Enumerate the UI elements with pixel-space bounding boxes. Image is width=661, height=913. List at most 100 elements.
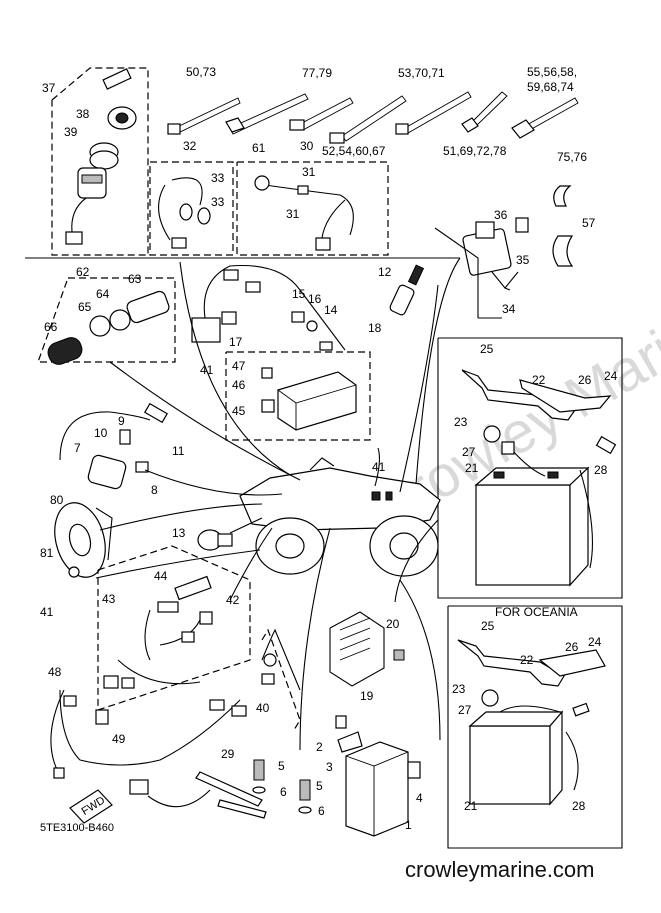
oceania-label-24: 24 xyxy=(588,635,602,649)
label-41b: 41 xyxy=(372,460,386,474)
label-50-73: 50,73 xyxy=(186,65,216,79)
oceania-label-22: 22 xyxy=(520,653,534,667)
label-12: 12 xyxy=(378,265,392,279)
oceania-label-27: 27 xyxy=(458,703,472,717)
label-55-56-58: 55,56,58, xyxy=(527,65,577,79)
label-65: 65 xyxy=(78,300,92,314)
label-32: 32 xyxy=(183,139,197,153)
spark-plug-cap xyxy=(389,264,425,316)
drawing-code: 5TE3100-B460 xyxy=(40,822,114,834)
label-38: 38 xyxy=(76,107,90,121)
oceania-label-28: 28 xyxy=(572,799,586,813)
oceania-box: FOR OCEANIA xyxy=(447,605,623,849)
label-61: 61 xyxy=(252,141,266,155)
label-11: 11 xyxy=(172,444,185,458)
label-75-76: 75,76 xyxy=(557,150,587,164)
oceania-label-23: 23 xyxy=(452,682,466,696)
label-43: 43 xyxy=(102,592,116,606)
label-6a: 6 xyxy=(280,785,287,799)
label-18: 18 xyxy=(368,321,382,335)
label-35: 35 xyxy=(516,253,530,267)
brake-switch xyxy=(197,529,233,551)
main-harness xyxy=(50,689,247,779)
label-36: 36 xyxy=(494,208,508,222)
label-14: 14 xyxy=(324,303,338,317)
label-15: 15 xyxy=(292,287,306,301)
label-81: 81 xyxy=(40,546,54,560)
label-3: 3 xyxy=(326,760,333,774)
label-45: 45 xyxy=(232,404,246,418)
label-47: 47 xyxy=(232,359,246,373)
main-switch-group xyxy=(51,67,149,256)
label-20: 20 xyxy=(386,617,400,631)
label-1: 1 xyxy=(405,818,412,832)
label-5b: 5 xyxy=(316,779,323,793)
neutral-switch xyxy=(261,628,301,731)
lead-wire-29 xyxy=(129,771,267,819)
label-13: 13 xyxy=(172,526,186,540)
label-40: 40 xyxy=(256,701,270,715)
label-44: 44 xyxy=(154,569,168,583)
label-31a: 31 xyxy=(302,165,316,179)
label-33b: 33 xyxy=(211,195,225,209)
label-63: 63 xyxy=(128,272,142,286)
oceania-title: FOR OCEANIA xyxy=(495,605,578,619)
label-51-69-72-78: 51,69,72,78 xyxy=(443,144,507,158)
label-16: 16 xyxy=(308,292,322,306)
label-4: 4 xyxy=(416,791,423,805)
website-url: crowleymarine.com xyxy=(405,857,595,882)
label-5a: 5 xyxy=(278,759,285,773)
label-46: 46 xyxy=(232,378,246,392)
label-27: 27 xyxy=(462,445,476,459)
fwd-arrow: FWD xyxy=(69,789,113,824)
label-77-79: 77,79 xyxy=(302,66,332,80)
label-23: 23 xyxy=(454,415,468,429)
label-62: 62 xyxy=(76,265,90,279)
label-59-68-74: 59,68,74 xyxy=(527,80,574,94)
label-22: 22 xyxy=(532,373,546,387)
label-10: 10 xyxy=(94,426,108,440)
label-34: 34 xyxy=(502,302,516,316)
label-26: 26 xyxy=(578,373,592,387)
atv-vehicle xyxy=(239,457,441,577)
leader-lines xyxy=(95,227,502,751)
horn xyxy=(54,502,113,578)
harness-lower-box xyxy=(97,545,251,711)
label-6b: 6 xyxy=(318,804,325,818)
bolts-5-6 xyxy=(252,759,312,814)
label-52-54-60-67: 52,54,60,67 xyxy=(322,144,386,158)
grip-warmer-group xyxy=(37,277,176,365)
label-48: 48 xyxy=(48,665,62,679)
battery-box xyxy=(437,337,623,599)
oceania-label-25: 25 xyxy=(481,619,495,633)
label-57: 57 xyxy=(582,216,596,230)
label-24: 24 xyxy=(604,369,618,383)
label-19: 19 xyxy=(360,689,374,703)
label-30: 30 xyxy=(300,139,314,153)
oceania-label-26: 26 xyxy=(565,640,579,654)
cdi-unit xyxy=(335,715,421,837)
oceania-label-21: 21 xyxy=(464,799,478,813)
label-8: 8 xyxy=(151,483,158,497)
relay-harness-group xyxy=(191,264,346,351)
starter-circuit-relay xyxy=(59,402,168,490)
label-42: 42 xyxy=(226,593,240,607)
label-21: 21 xyxy=(465,461,479,475)
label-37: 37 xyxy=(42,81,56,95)
label-49: 49 xyxy=(112,732,126,746)
label-28: 28 xyxy=(594,463,608,477)
label-31b: 31 xyxy=(286,207,300,221)
label-41c: 41 xyxy=(40,605,54,619)
fuse-box-group xyxy=(225,351,371,441)
label-29: 29 xyxy=(221,747,235,761)
starter-relay-group xyxy=(462,185,574,291)
label-25: 25 xyxy=(480,342,494,356)
rectifier-regulator xyxy=(329,611,405,687)
label-17: 17 xyxy=(229,335,243,349)
label-39: 39 xyxy=(64,125,78,139)
label-41a: 41 xyxy=(200,363,214,377)
label-9: 9 xyxy=(118,414,125,428)
label-2: 2 xyxy=(316,740,323,754)
label-33a: 33 xyxy=(211,171,225,185)
